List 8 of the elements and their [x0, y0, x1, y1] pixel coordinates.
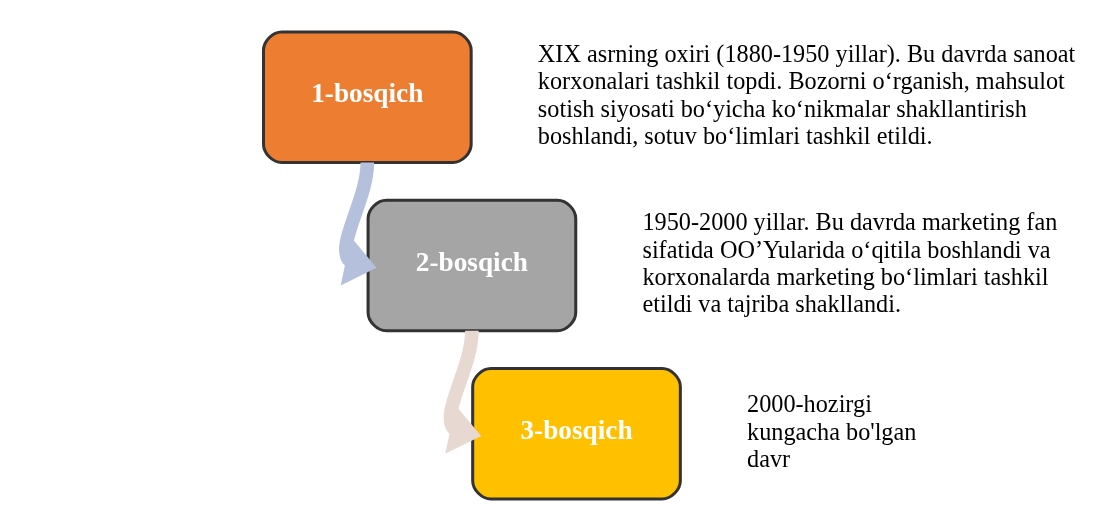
node-label: XIX asrning oxiri (1880-1950 yillar). Bu davrda sanoat korxonalari tashkil topdi. Bozorni o‘rganish, mahsulot sotish siyosati bo‘yicha ko‘nikmalar shakllantirish boshlandi, sotuv bo‘limlari tashkil etildi.: [537, 39, 1076, 149]
arrow: [443, 329, 482, 454]
node-box: 1-bosqich: [261, 30, 473, 164]
node-box: 2-bosqich: [366, 198, 578, 332]
node-label: 1950-2000 yillar. Bu davrda marketing fan sifatida OO’Yularida o‘qitila boshlandi va korxonalarda marketing bo‘limlari tashkil etildi va tajriba shakllandi.: [642, 207, 1058, 317]
node-label: 2000-hozirgi kungacha bo'lgan davr: [747, 389, 917, 472]
node-box: 3-bosqich: [471, 366, 682, 500]
arrow: [339, 161, 377, 286]
